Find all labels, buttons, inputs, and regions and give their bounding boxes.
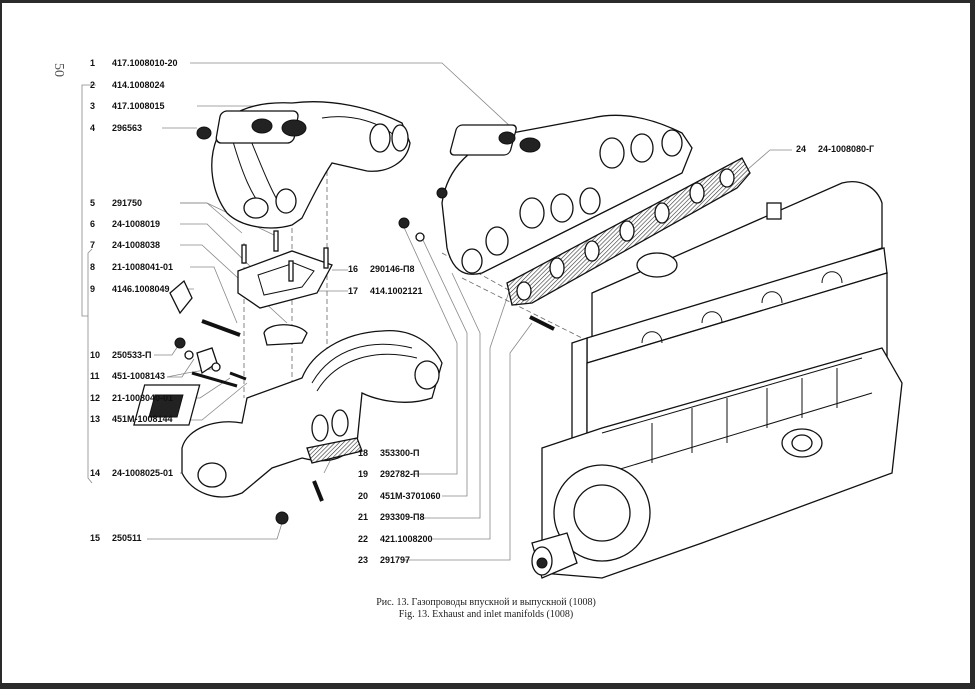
part-code: 421.1008200 — [380, 534, 433, 544]
part-code: 250533-П — [112, 350, 152, 360]
figure-caption: Рис. 13. Газопроводы впускной и выпускно… — [2, 597, 970, 621]
caption-russian: Рис. 13. Газопроводы впускной и выпускно… — [376, 597, 596, 608]
part-code: 451-1008143 — [112, 371, 166, 381]
part-code: 293309-П8 — [380, 512, 425, 522]
part-code: 353300-П — [380, 448, 420, 458]
part-code: 291750 — [112, 198, 143, 208]
caption-english: Fig. 13. Exhaust and inlet manifolds (10… — [398, 609, 574, 620]
group-bracket-lower — [87, 248, 93, 484]
group-bracket-upper — [81, 84, 96, 317]
part-code: 290146-П8 — [370, 264, 415, 274]
part-code: 417.1008010-20 — [112, 58, 178, 68]
exhaust-manifold-part — [196, 101, 411, 229]
inlet-manifold-part — [133, 329, 443, 498]
part-code: 24-1008038 — [112, 240, 161, 250]
part-code: 21-1008040-01 — [112, 393, 174, 403]
part-code: 250511 — [112, 533, 142, 543]
part-code: 417.1008015 — [112, 101, 165, 111]
manual-page: 50 — [2, 3, 970, 683]
part-code: 24-1008019 — [112, 219, 161, 229]
part-code: 414.1008024 — [112, 80, 165, 90]
part-code: 451М-1008144 — [112, 414, 173, 424]
part-code: 4146.1008049 — [112, 284, 170, 294]
part-code: 296563 — [112, 123, 143, 133]
part-code: 451М-3701060 — [380, 491, 441, 501]
exhaust-manifold-assembly — [398, 114, 693, 275]
small-parts — [169, 279, 324, 525]
part-code: 24-1008080-Г — [818, 144, 875, 154]
part-code: 24-1008025-01 — [112, 468, 174, 478]
part-code: 291797 — [380, 555, 411, 565]
part-code: 21-1008041-01 — [112, 262, 174, 272]
exploded-view-illustration — [81, 62, 903, 579]
engine-block-part — [531, 181, 903, 579]
spacer-gasket-part — [237, 230, 333, 309]
manifold-gasket-part — [506, 157, 751, 331]
part-code: 292782-П — [380, 469, 420, 479]
part-code: 414.1002121 — [370, 286, 423, 296]
